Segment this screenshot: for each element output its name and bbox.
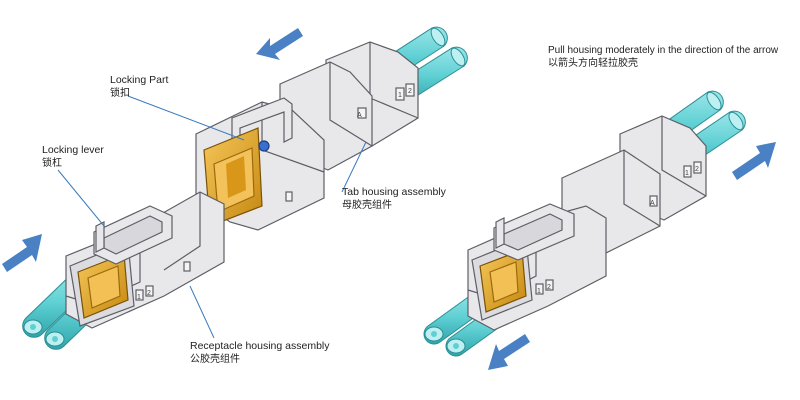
- label-tab-housing: Tab housing assembly 母胶壳组件: [342, 186, 446, 212]
- label-receptacle-housing-zh: 公胶壳组件: [190, 354, 240, 365]
- label-locking-lever: Locking lever 锁杠: [42, 144, 104, 170]
- label-locking-part-zh: 锁扣: [110, 88, 130, 99]
- arrow-pull-rear-icon: [732, 142, 776, 180]
- assembled-front-pin2: 2: [547, 284, 551, 291]
- assembled-front-pin1: 1: [537, 288, 541, 295]
- label-locking-part: Locking Part 锁扣: [110, 74, 168, 100]
- leader-locking-lever: [57, 169, 105, 227]
- label-tab-housing-en: Tab housing assembly: [342, 186, 446, 198]
- leader-tab-housing: [341, 141, 367, 193]
- label-locking-lever-en: Locking lever: [42, 144, 104, 156]
- receptacle-housing: [65, 191, 225, 329]
- arrow-tab-direction-icon: [256, 28, 303, 60]
- label-pull-instruction: Pull housing moderately in the direction…: [548, 44, 778, 70]
- assembled-marking-a: A: [650, 200, 655, 207]
- arrow-pull-front-icon: [488, 334, 530, 370]
- arrow-receptacle-direction-icon: [2, 234, 42, 272]
- label-receptacle-housing-en: Receptacle housing assembly: [190, 340, 330, 352]
- label-locking-part-en: Locking Part: [110, 74, 169, 86]
- tab-marking-a: A: [357, 112, 362, 119]
- label-pull-instruction-en: Pull housing moderately in the direction…: [548, 45, 779, 56]
- assembled-marking-pin2: 2: [695, 166, 699, 173]
- tab-marking-pin2: 2: [408, 88, 412, 95]
- tab-marking-pin1: 1: [398, 92, 402, 99]
- receptacle-marking-pin1: 1: [137, 294, 141, 301]
- label-pull-instruction-zh: 以箭头方向轻拉胶壳: [548, 58, 638, 69]
- leader-receptacle-housing: [189, 285, 215, 339]
- assembled-marking-pin1: 1: [685, 170, 689, 177]
- label-receptacle-housing: Receptacle housing assembly 公胶壳组件: [190, 340, 330, 366]
- assembled-connector: [467, 115, 707, 331]
- leader-locking-part: [127, 95, 245, 141]
- label-locking-lever-zh: 锁杠: [42, 158, 62, 169]
- label-tab-housing-zh: 母胶壳组件: [342, 200, 392, 211]
- receptacle-marking-pin2: 2: [147, 290, 151, 297]
- tab-housing: [195, 41, 419, 231]
